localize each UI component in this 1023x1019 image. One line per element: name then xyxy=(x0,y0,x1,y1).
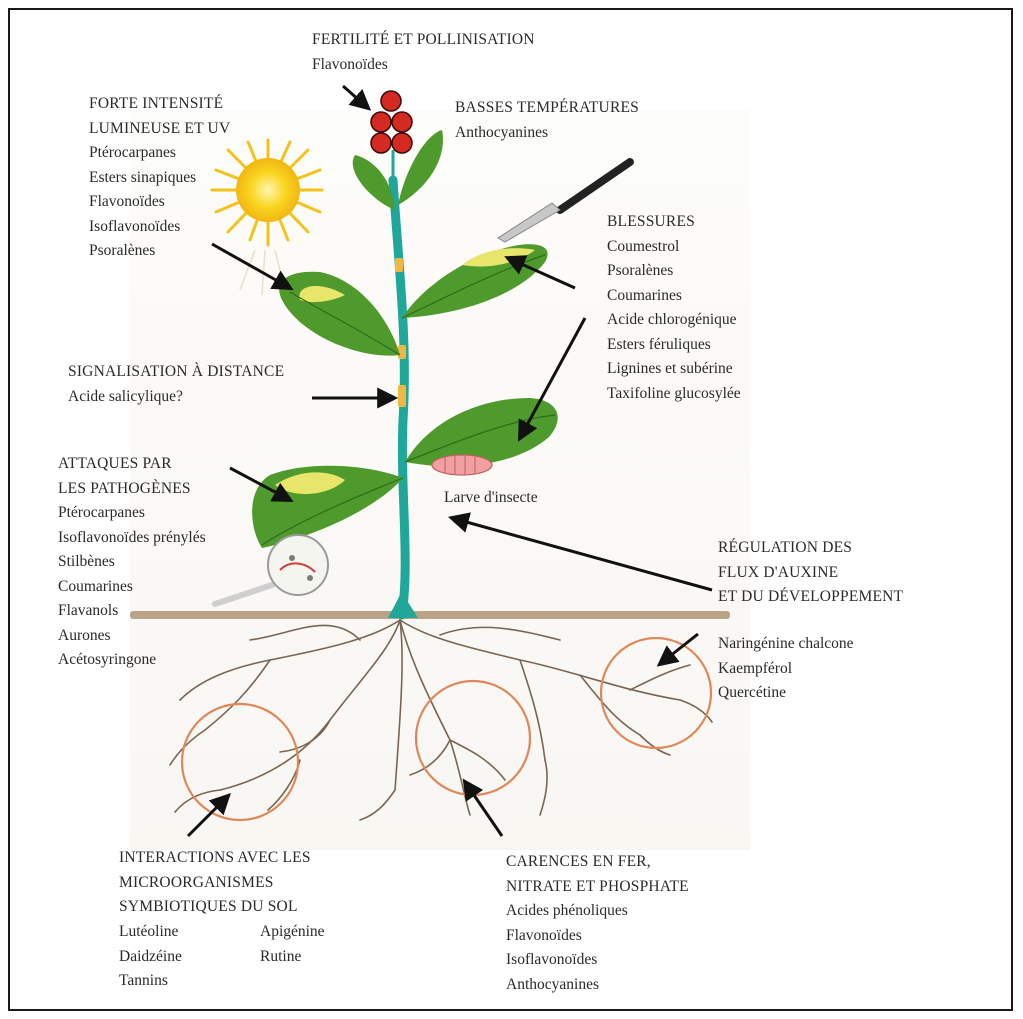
pathogens-item: Stilbènes xyxy=(58,550,206,575)
signal-title: SIGNALISATION À DISTANCE xyxy=(68,360,284,385)
light-item: Esters sinapiques xyxy=(89,166,230,191)
fertility-item: Flavonoïdes xyxy=(312,53,535,78)
wounds-item: Taxifoline glucosylée xyxy=(607,382,741,407)
wounds-item: Esters féruliques xyxy=(607,333,741,358)
pathogens-item: Coumarines xyxy=(58,575,206,600)
insect-label: Larve d'insecte xyxy=(444,486,538,511)
symbiosis-col1: Lutéoline Daidzéine Tannins xyxy=(119,920,182,994)
label-signal: SIGNALISATION À DISTANCE Acide salicyliq… xyxy=(68,360,284,409)
label-deficiency: CARENCES EN FER, NITRATE ET PHOSPHATE Ac… xyxy=(506,850,689,997)
auxin-title-line1: RÉGULATION DES xyxy=(718,536,903,561)
pathogens-item: Flavanols xyxy=(58,599,206,624)
symbiosis-col2: Apigénine Rutine xyxy=(260,920,325,969)
light-title-line2: LUMINEUSE ET UV xyxy=(89,117,230,142)
cold-item: Anthocyanines xyxy=(455,121,639,146)
pathogens-item: Acétosyringone xyxy=(58,648,206,673)
label-auxin: RÉGULATION DES FLUX D'AUXINE ET DU DÉVEL… xyxy=(718,536,903,610)
auxin-item: Kaempférol xyxy=(718,657,854,682)
label-insect: Larve d'insecte xyxy=(444,486,538,511)
soil-line xyxy=(130,611,730,619)
deficiency-item: Anthocyanines xyxy=(506,973,689,998)
light-item: Psoralènes xyxy=(89,239,230,264)
light-item: Isoflavonoïdes xyxy=(89,215,230,240)
pathogens-item: Isoflavonoïdes prénylés xyxy=(58,526,206,551)
symbiosis-item: Tannins xyxy=(119,969,182,994)
deficiency-item: Acides phénoliques xyxy=(506,899,689,924)
wounds-title: BLESSURES xyxy=(607,210,741,235)
label-fertility: FERTILITÉ ET POLLINISATION Flavonoïdes xyxy=(312,28,535,77)
label-wounds: BLESSURES Coumestrol Psoralènes Coumarin… xyxy=(607,210,741,406)
cold-title: BASSES TEMPÉRATURES xyxy=(455,96,639,121)
auxin-title-line3: ET DU DÉVELOPPEMENT xyxy=(718,585,903,610)
label-cold: BASSES TEMPÉRATURES Anthocyanines xyxy=(455,96,639,145)
symbiosis-item: Rutine xyxy=(260,945,325,970)
auxin-item: Naringénine chalcone xyxy=(718,632,854,657)
pathogens-title-line2: LES PATHOGÈNES xyxy=(58,477,206,502)
wounds-item: Lignines et subérine xyxy=(607,357,741,382)
light-title-line1: FORTE INTENSITÉ xyxy=(89,92,230,117)
deficiency-title-line1: CARENCES EN FER, xyxy=(506,850,689,875)
symbiosis-title-line2: MICROORGANISMES xyxy=(119,871,311,896)
deficiency-item: Flavonoïdes xyxy=(506,924,689,949)
fertility-title: FERTILITÉ ET POLLINISATION xyxy=(312,28,535,53)
label-auxin-items: Naringénine chalcone Kaempférol Quercéti… xyxy=(718,632,854,706)
pathogens-item: Aurones xyxy=(58,624,206,649)
insect-larva-icon xyxy=(432,455,492,475)
symbiosis-item: Lutéoline xyxy=(119,920,182,945)
light-item: Ptérocarpanes xyxy=(89,141,230,166)
label-pathogens: ATTAQUES PAR LES PATHOGÈNES Ptérocarpane… xyxy=(58,452,206,673)
symbiosis-title-line1: INTERACTIONS AVEC LES xyxy=(119,846,311,871)
auxin-item: Quercétine xyxy=(718,681,854,706)
label-symbiosis: INTERACTIONS AVEC LES MICROORGANISMES SY… xyxy=(119,846,311,920)
arrow-fertility xyxy=(343,86,368,108)
wounds-item: Psoralènes xyxy=(607,259,741,284)
symbiosis-item: Apigénine xyxy=(260,920,325,945)
deficiency-title-line2: NITRATE ET PHOSPHATE xyxy=(506,875,689,900)
signal-item: Acide salicylique? xyxy=(68,385,284,410)
wounds-item: Coumarines xyxy=(607,284,741,309)
pathogens-item: Ptérocarpanes xyxy=(58,501,206,526)
symbiosis-title-line3: SYMBIOTIQUES DU SOL xyxy=(119,895,311,920)
label-light: FORTE INTENSITÉ LUMINEUSE ET UV Ptérocar… xyxy=(89,92,230,264)
light-item: Flavonoïdes xyxy=(89,190,230,215)
symbiosis-item: Daidzéine xyxy=(119,945,182,970)
auxin-title-line2: FLUX D'AUXINE xyxy=(718,561,903,586)
wounds-item: Coumestrol xyxy=(607,235,741,260)
deficiency-item: Isoflavonoïdes xyxy=(506,948,689,973)
pathogens-title-line1: ATTAQUES PAR xyxy=(58,452,206,477)
wounds-item: Acide chlorogénique xyxy=(607,308,741,333)
